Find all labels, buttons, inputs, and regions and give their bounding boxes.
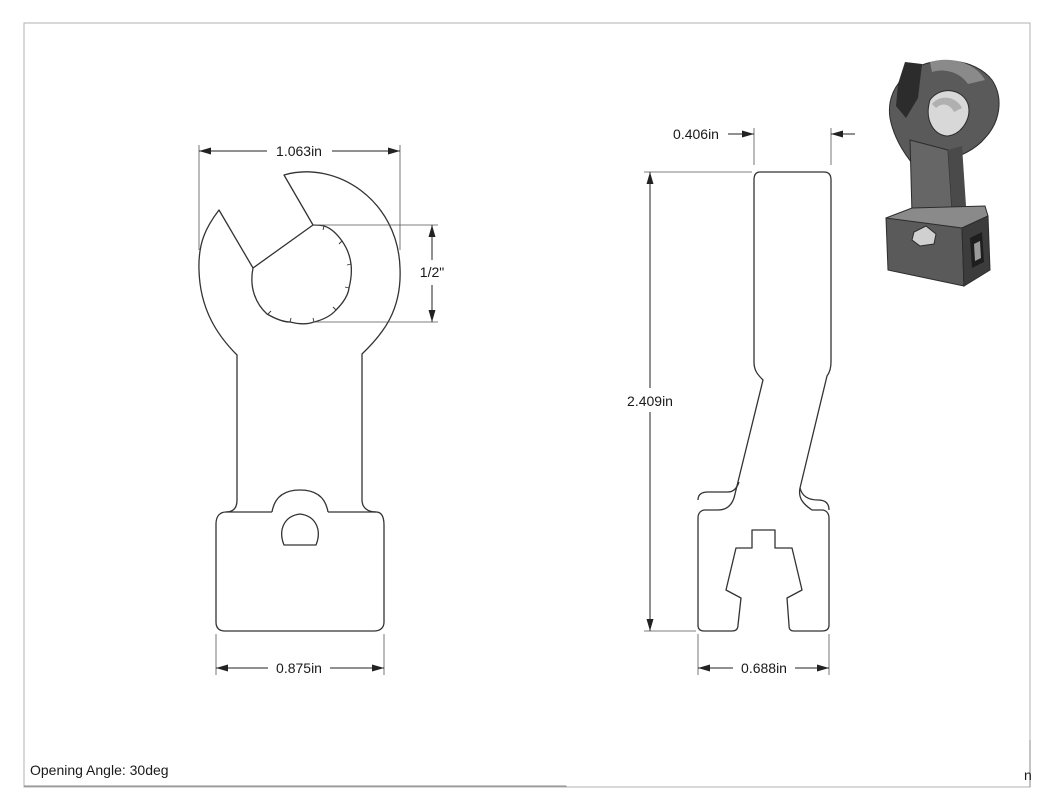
- front-view-outline: [198, 171, 401, 632]
- corner-mark: n: [1024, 767, 1032, 783]
- dim-height: 2.409in: [627, 393, 673, 409]
- front-view: 1.063in 1/2" 0.875in: [198, 143, 444, 676]
- isometric-render: [885, 59, 1000, 287]
- side-view-outline: [697, 171, 832, 632]
- iso-pin-hole: [911, 225, 937, 247]
- bore-scallops: [267, 225, 352, 323]
- dim-width-top: 1.063in: [276, 143, 322, 159]
- front-view-pin-hole: [271, 489, 329, 513]
- dim-width-bottom: 0.875in: [276, 660, 322, 676]
- front-view-pin-notch: [281, 513, 319, 546]
- dim-width-bottom-side: 0.688in: [741, 660, 787, 676]
- front-view-bore: [251, 224, 353, 325]
- opening-angle-note: Opening Angle: 30deg: [30, 762, 169, 778]
- iso-shank: [909, 139, 953, 215]
- side-view: 0.406in 2.409in 0.688in: [627, 126, 855, 676]
- sheet-border: [23, 22, 1031, 788]
- dim-thickness: 0.406in: [673, 126, 719, 142]
- dim-opening: 1/2": [420, 264, 444, 280]
